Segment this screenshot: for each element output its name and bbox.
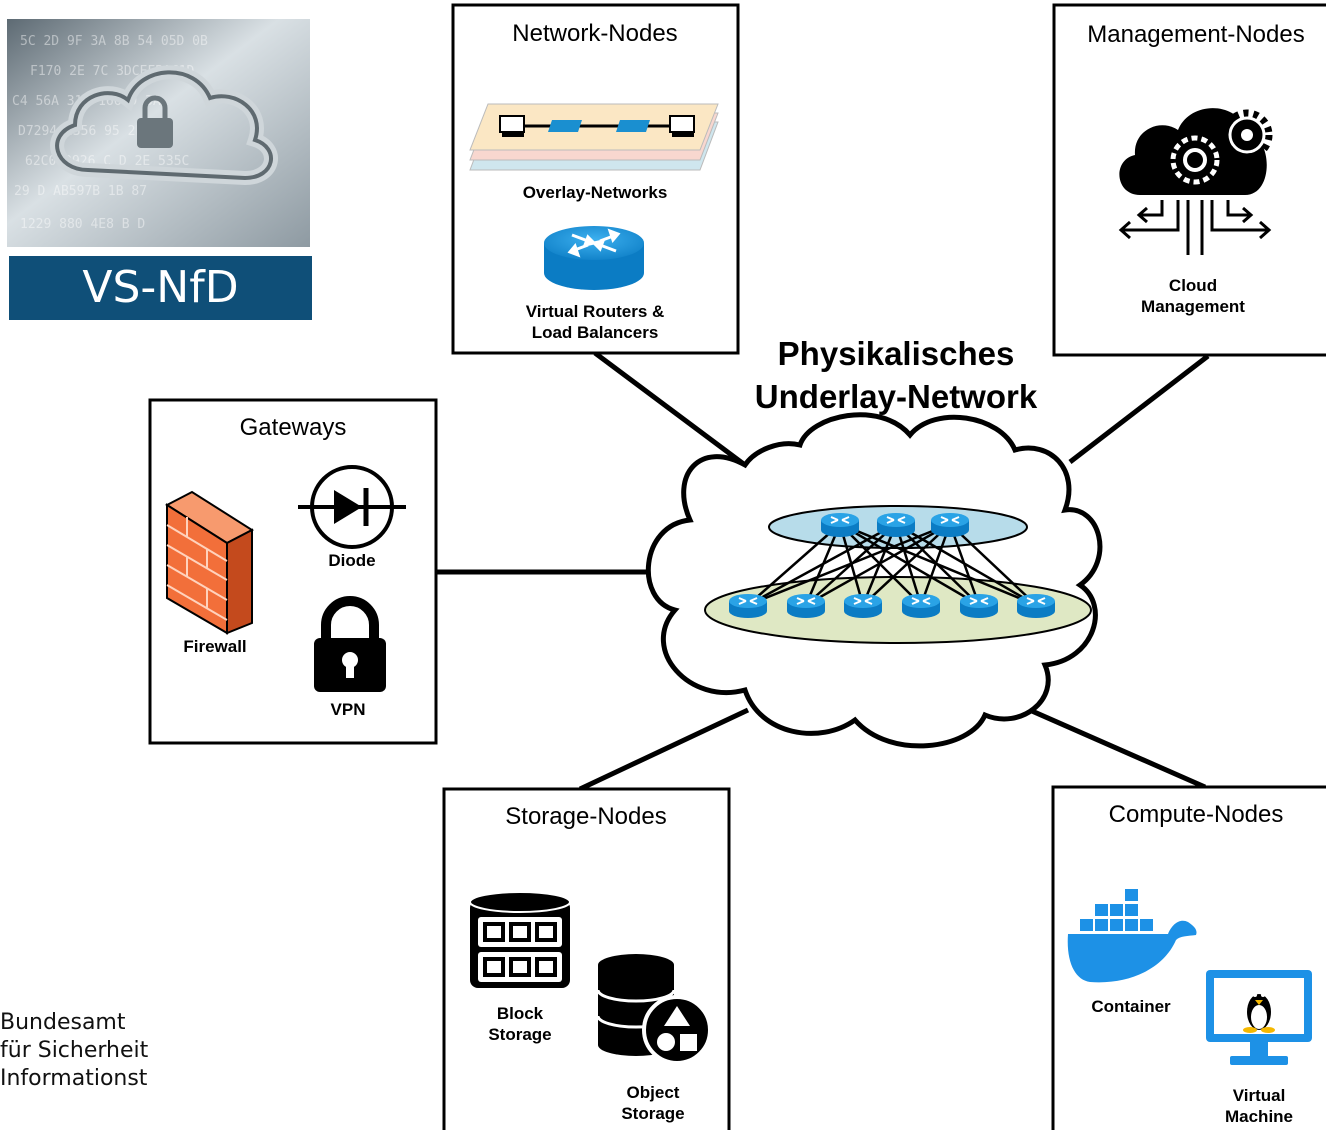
svg-text:5C 2D 9F 3A 8B 54 05D 0B: 5C 2D 9F 3A 8B 54 05D 0B — [20, 34, 208, 49]
block-storage-label-line1: Block — [497, 1004, 544, 1023]
firewall-label: Firewall — [183, 637, 246, 656]
mesh-link — [895, 523, 980, 606]
mesh-link — [747, 523, 841, 606]
leaf-router-icon — [844, 594, 882, 618]
router-label-line1: Virtual Routers & — [526, 302, 665, 321]
org-line-1: Bundesamt — [0, 1010, 126, 1035]
firewall-icon — [164, 490, 255, 635]
container-label: Container — [1091, 997, 1171, 1016]
vm-label-line1: Virtual — [1233, 1086, 1286, 1105]
connector-network — [593, 350, 747, 468]
block-storage-label-line2: Storage — [488, 1025, 551, 1044]
organization-logo-text: Bundesamt für Sicherheit in der Informat… — [0, 1009, 148, 1093]
mesh-link — [805, 522, 951, 607]
gateways-box: Gateways Firewall Diode — [148, 398, 438, 745]
router-label-line2: Load Balancers — [532, 323, 659, 342]
block-storage-icon — [469, 891, 571, 988]
vpn-label: VPN — [331, 700, 366, 719]
leaf-router-icon — [787, 594, 825, 618]
spine-router-icon — [877, 513, 915, 537]
storage-nodes-title: Storage-Nodes — [505, 803, 666, 830]
connector-compute — [998, 694, 1207, 790]
spine-router-icon — [931, 513, 969, 537]
mesh-link — [919, 523, 952, 606]
org-line-3: Informationstechnik — [0, 1066, 148, 1091]
mesh-link — [862, 523, 951, 606]
org-line-2: für Sicherheit in der — [0, 1038, 148, 1063]
connector-management — [1068, 354, 1210, 464]
cloud-lock-photo-icon: 5C 2D 9F 3A 8B 54 05D 0B F170 2E 7C 3DCE… — [7, 19, 310, 247]
compute-nodes-box: Compute-Nodes Container Virtual Machine — [1051, 785, 1326, 1130]
leaf-router-icon — [902, 594, 940, 618]
management-nodes-title: Management-Nodes — [1087, 21, 1304, 48]
leaf-layer — [704, 576, 1092, 644]
cloud-gears-icon — [1118, 108, 1273, 255]
cloud-management-label-line2: Management — [1141, 297, 1245, 316]
router-icon — [544, 226, 644, 290]
mesh-links — [747, 522, 1037, 607]
cloud-title-line1: Physikalisches — [778, 335, 1015, 372]
mesh-link — [894, 523, 923, 606]
docker-icon — [1067, 889, 1197, 983]
cloud-management-label-line1: Cloud — [1169, 276, 1217, 295]
overlay-network-icon — [469, 103, 719, 171]
mesh-link — [948, 523, 981, 606]
object-storage-label-line1: Object — [627, 1083, 680, 1102]
leaf-router-icon — [1017, 594, 1055, 618]
connector-storage — [578, 707, 750, 792]
vm-label-line2: Machine — [1225, 1107, 1293, 1126]
spine-router-icon — [821, 513, 859, 537]
network-nodes-box: Network-Nodes Overlay-Networks Virtual — [451, 3, 740, 355]
routers — [729, 513, 1055, 618]
cloud-title-line2: Underlay-Network — [755, 378, 1038, 415]
management-nodes-box: Management-Nodes Cloud Management — [1052, 3, 1326, 357]
mesh-link — [747, 522, 897, 607]
svg-text:29 D AB597B 1B 87: 29 D AB597B 1B 87 — [14, 184, 147, 199]
connectors — [437, 350, 1210, 792]
mesh-link — [747, 522, 951, 607]
mesh-link — [949, 523, 1037, 606]
classification-badge: VS-NfD — [9, 256, 312, 320]
svg-text:1229 880 4E8 B D: 1229 880 4E8 B D — [20, 217, 145, 232]
object-storage-icon — [596, 954, 712, 1065]
gateways-title: Gateways — [240, 414, 347, 441]
leaf-router-icon — [729, 594, 767, 618]
padlock-icon — [314, 596, 386, 692]
overlay-networks-label: Overlay-Networks — [523, 183, 668, 202]
leaf-router-icon — [960, 594, 998, 618]
underlay-cloud: Physikalisches Underlay-Network — [645, 335, 1103, 749]
diode-label: Diode — [328, 551, 375, 570]
object-storage-label-line2: Storage — [621, 1104, 684, 1123]
network-nodes-title: Network-Nodes — [512, 20, 677, 47]
diode-icon — [298, 465, 406, 549]
linux-vm-icon — [1206, 970, 1312, 1065]
storage-nodes-box: Storage-Nodes Block Storage — [442, 787, 731, 1130]
compute-nodes-title: Compute-Nodes — [1109, 801, 1284, 828]
